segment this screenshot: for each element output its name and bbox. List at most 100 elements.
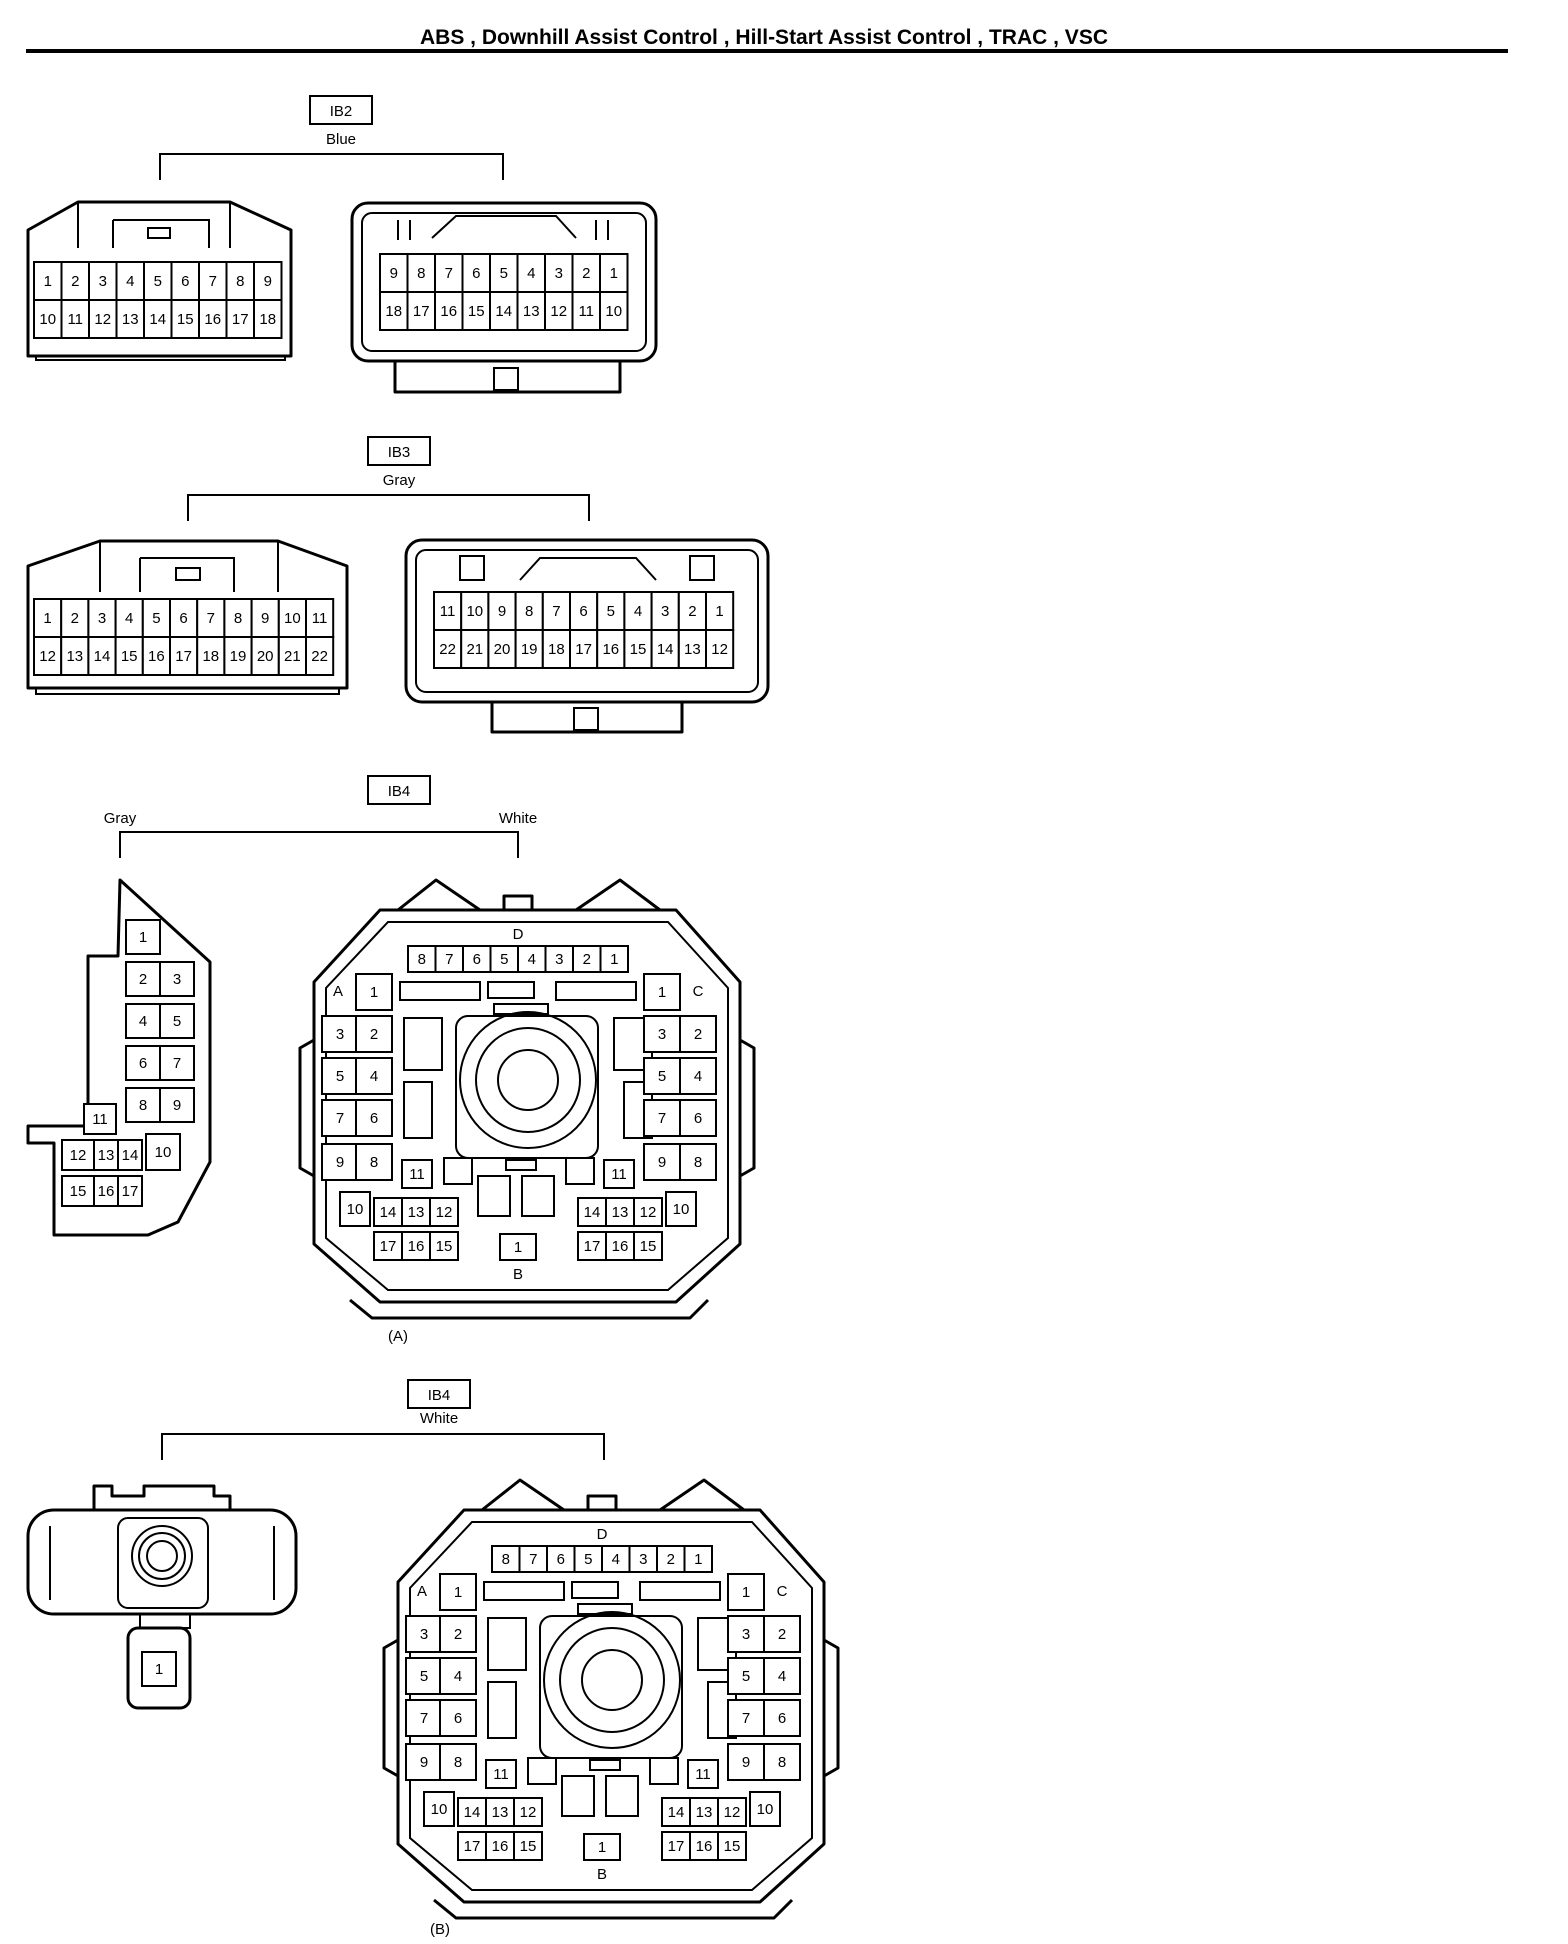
pin-number: 13 bbox=[408, 1204, 425, 1221]
pin-cell: 2 bbox=[679, 1015, 717, 1053]
pin-number: 1 bbox=[658, 984, 666, 1001]
pin-number: 3 bbox=[658, 1026, 666, 1043]
pin-cell: 9 bbox=[487, 591, 517, 631]
pin-cell: 1 bbox=[705, 591, 735, 631]
pin-number: 14 bbox=[122, 1147, 139, 1164]
pin-number: 11 bbox=[409, 1166, 425, 1183]
pin-number: 4 bbox=[370, 1068, 378, 1085]
pin-number: 15 bbox=[121, 648, 138, 665]
pin-number: 13 bbox=[696, 1804, 713, 1821]
section-label: C bbox=[693, 983, 704, 1000]
pin-cell: 16 bbox=[401, 1231, 431, 1261]
pin-cell: 15 bbox=[461, 291, 491, 331]
pin-cell: 13 bbox=[605, 1197, 635, 1227]
pin-cell: 12 bbox=[33, 636, 63, 676]
pin-cell: 1 bbox=[33, 598, 63, 638]
pin-number: 1 bbox=[598, 1839, 606, 1856]
pin-number: 18 bbox=[202, 648, 219, 665]
pin-number: 8 bbox=[694, 1154, 702, 1171]
pin-cell: 13 bbox=[60, 636, 90, 676]
pin-cell: 3 bbox=[727, 1615, 765, 1653]
pin-number: 2 bbox=[139, 971, 147, 988]
pin-cell: 17 bbox=[406, 291, 436, 331]
pin-number: 2 bbox=[778, 1626, 786, 1643]
pin-cell: 4 bbox=[763, 1657, 801, 1695]
pin-number: 1 bbox=[454, 1584, 462, 1601]
pin-cell: 12 bbox=[717, 1797, 747, 1827]
pin-cell: 5 bbox=[596, 591, 626, 631]
pin-cell: 19 bbox=[514, 629, 544, 669]
pin-number: 3 bbox=[336, 1026, 344, 1043]
pin-cell: 5 bbox=[573, 1545, 603, 1573]
pin-cell: 17 bbox=[169, 636, 199, 676]
pin-number: 15 bbox=[177, 311, 194, 328]
pin-cell: 13 bbox=[401, 1197, 431, 1227]
pin-number: 12 bbox=[640, 1204, 657, 1221]
pin-number: 2 bbox=[454, 1626, 462, 1643]
pin-cell: 1 bbox=[599, 253, 629, 293]
pin-number: 19 bbox=[521, 641, 538, 658]
pin-cell: 6 bbox=[679, 1099, 717, 1137]
pin-cell: 15 bbox=[61, 1175, 95, 1207]
pin-cell: 12 bbox=[88, 299, 118, 339]
pin-number: 7 bbox=[658, 1110, 666, 1127]
ib4a-code-box bbox=[367, 775, 431, 805]
pin-number: 4 bbox=[634, 603, 642, 620]
pin-cell: 22 bbox=[433, 629, 463, 669]
pin-cell: 4 bbox=[439, 1657, 477, 1695]
pin-cell: 3 bbox=[628, 1545, 658, 1573]
pin-number: 7 bbox=[445, 951, 453, 968]
pin-number: 6 bbox=[472, 265, 480, 282]
pin-cell: 16 bbox=[198, 299, 228, 339]
pin-cell: 7 bbox=[159, 1045, 195, 1081]
pin-cell: 7 bbox=[434, 945, 464, 973]
pin-number: 14 bbox=[380, 1204, 397, 1221]
pin-number: 21 bbox=[466, 641, 483, 658]
pin-number: 7 bbox=[173, 1055, 181, 1072]
pin-number: 11 bbox=[67, 311, 83, 328]
pin-cell: 3 bbox=[159, 961, 195, 997]
pin-cell: 13 bbox=[677, 629, 707, 669]
pin-number: 16 bbox=[440, 303, 457, 320]
pin-cell: 6 bbox=[763, 1699, 801, 1737]
pin-cell: 21 bbox=[277, 636, 307, 676]
ib3-code-box bbox=[367, 436, 431, 466]
ib4a-code: IB4 bbox=[388, 783, 411, 800]
pin-number: 13 bbox=[684, 641, 701, 658]
page-title: ABS , Downhill Assist Control , Hill-Sta… bbox=[420, 26, 1108, 49]
pin-cell: 2 bbox=[439, 1615, 477, 1653]
pin-cell: 7 bbox=[727, 1699, 765, 1737]
section-label: C bbox=[777, 1583, 788, 1600]
pin-number: 10 bbox=[155, 1144, 172, 1161]
pin-cell: 7 bbox=[321, 1099, 359, 1137]
pin-cell: 22 bbox=[305, 636, 335, 676]
pin-number: 14 bbox=[149, 311, 166, 328]
pin-cell: 16 bbox=[434, 291, 464, 331]
pin-number: 15 bbox=[70, 1183, 87, 1200]
pin-number: 13 bbox=[612, 1204, 629, 1221]
pin-number: 1 bbox=[742, 1584, 750, 1601]
pin-cell: 11 bbox=[433, 591, 463, 631]
pin-number: 4 bbox=[125, 610, 133, 627]
pin-number: 2 bbox=[71, 273, 79, 290]
pin-cell: 6 bbox=[439, 1699, 477, 1737]
pin-number: 14 bbox=[668, 1804, 685, 1821]
ib2-bracket bbox=[159, 153, 504, 180]
pin-number: 18 bbox=[385, 303, 402, 320]
pin-number: 6 bbox=[694, 1110, 702, 1127]
pin-cell: 20 bbox=[487, 629, 517, 669]
pin-number: 16 bbox=[492, 1838, 509, 1855]
pin-number: 1 bbox=[610, 265, 618, 282]
pin-cell: 14 bbox=[117, 1139, 143, 1171]
pin-cell: 17 bbox=[117, 1175, 143, 1207]
pin-cell: 8 bbox=[223, 598, 253, 638]
pin-cell: 14 bbox=[650, 629, 680, 669]
pin-cell: 17 bbox=[373, 1231, 403, 1261]
